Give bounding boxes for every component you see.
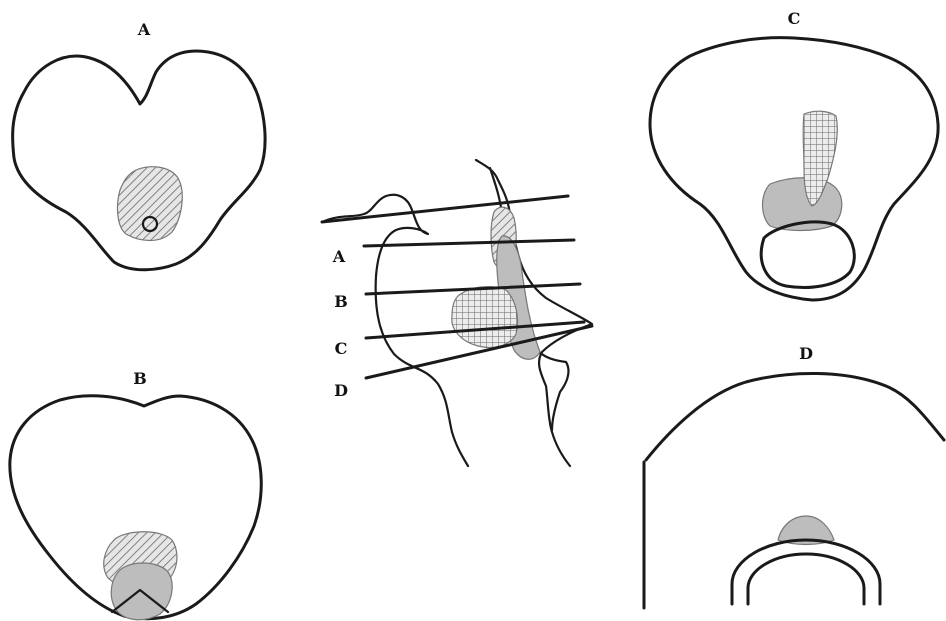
section-line-top xyxy=(322,196,568,222)
panel-d-outline xyxy=(646,373,944,460)
sagittal-outer-contour xyxy=(322,195,468,466)
level-label-c: C xyxy=(335,339,348,358)
panel-b: B xyxy=(10,369,261,620)
panel-b-label: B xyxy=(133,369,147,388)
panel-c-lower-ring xyxy=(761,222,854,288)
panel-a: A xyxy=(13,20,266,270)
panel-a-label: A xyxy=(137,20,151,39)
sagittal-diagram: A B C D xyxy=(322,160,592,466)
panel-a-hatched-region xyxy=(118,167,183,241)
panel-c: C xyxy=(650,9,938,300)
panel-c-label: C xyxy=(788,9,801,28)
section-line-a xyxy=(364,240,574,246)
level-label-b: B xyxy=(334,292,348,311)
panel-d-inner-arch xyxy=(748,554,864,604)
panel-d: D xyxy=(644,344,944,608)
panel-d-label: D xyxy=(799,344,813,363)
level-label-d: D xyxy=(334,381,348,400)
sagittal-crosshatched-region xyxy=(452,287,518,348)
level-label-a: A xyxy=(332,247,346,266)
panel-c-outline xyxy=(650,38,938,300)
